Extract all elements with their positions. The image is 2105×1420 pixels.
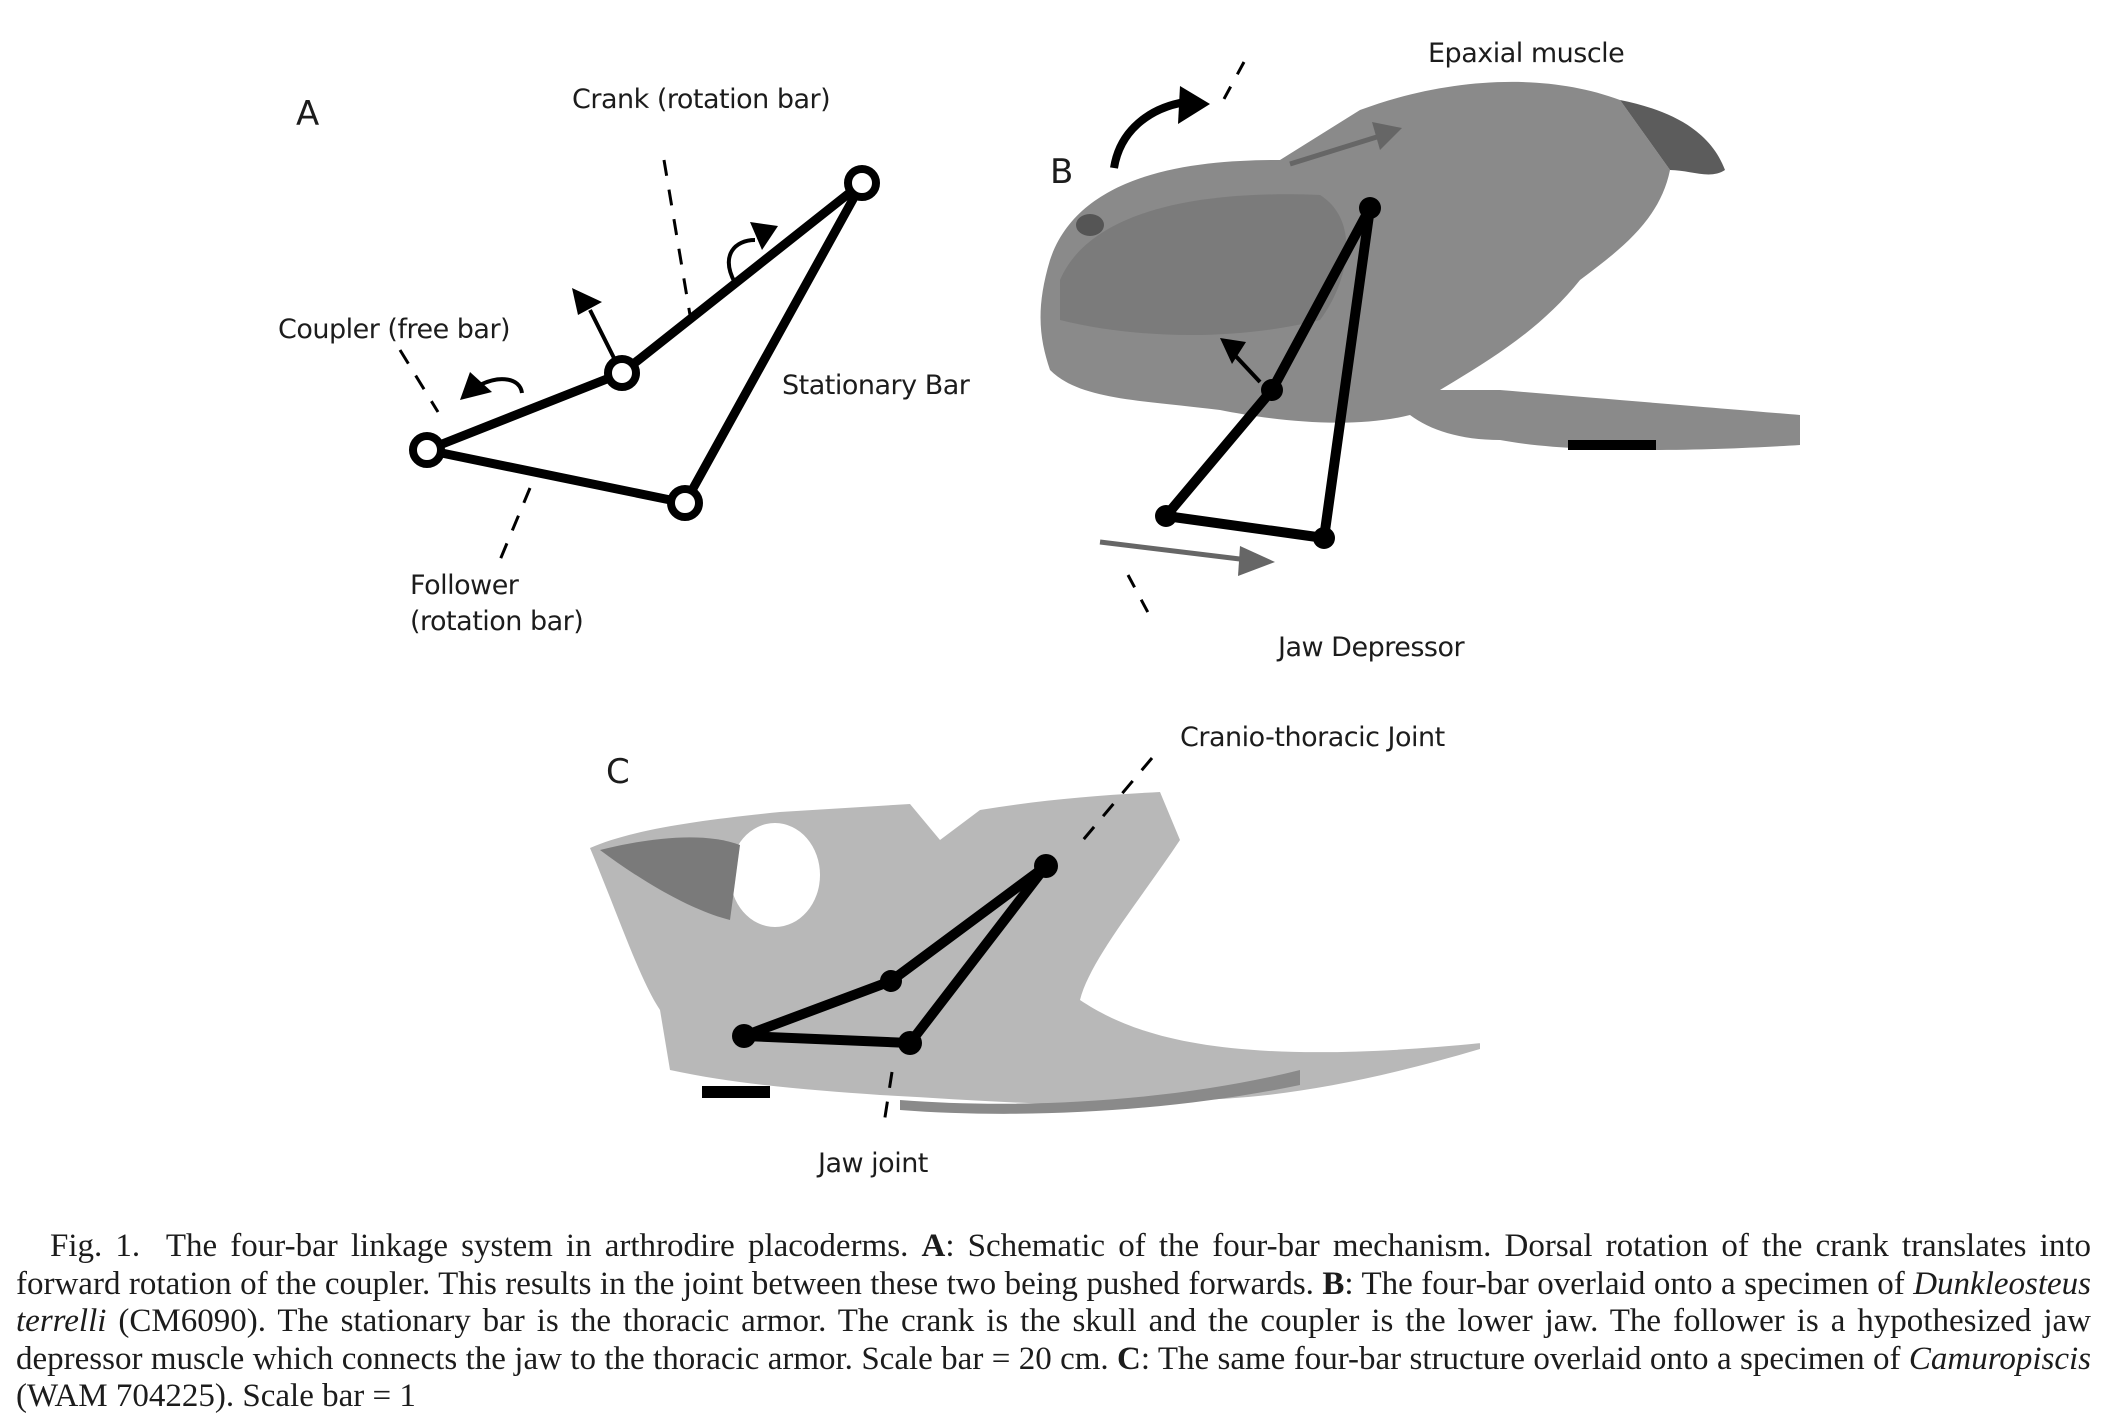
- epaxial-muscle-label: Epaxial muscle: [1428, 38, 1625, 69]
- caption-a-key: A: [921, 1228, 946, 1264]
- caption-b-key: B: [1322, 1265, 1345, 1302]
- jaw-joint-label: Jaw joint: [818, 1148, 928, 1179]
- caption-c-genus: Camuropiscis: [1908, 1340, 2091, 1377]
- caption-b-text-2: (CM6090). The stationary bar is the thor…: [16, 1303, 2091, 1377]
- follower-sublabel: (rotation bar): [410, 606, 584, 637]
- jaw-depressor-label: Jaw Depressor: [1278, 632, 1465, 663]
- crank-label: Crank (rotation bar): [572, 84, 831, 115]
- caption-c-text-1: : The same four-bar structure overlaid o…: [1140, 1340, 1901, 1377]
- figure-caption: Fig. 1. The four-bar linkage system in a…: [16, 1228, 2091, 1416]
- caption-fig-label: Fig. 1.: [50, 1228, 141, 1264]
- coupler-label: Coupler (free bar): [278, 314, 511, 345]
- caption-c-key: C: [1117, 1340, 1141, 1377]
- stationary-bar-label: Stationary Bar: [782, 370, 970, 401]
- cranio-thoracic-joint-label: Cranio-thoracic Joint: [1180, 722, 1445, 753]
- panel-b-letter: B: [1050, 152, 1074, 192]
- camuropiscis-specimen-image: [590, 757, 1480, 1131]
- four-bar-schematic: [398, 159, 880, 561]
- follower-label: Follower: [410, 570, 519, 601]
- caption-intro: The four-bar linkage system in arthrodir…: [165, 1228, 909, 1264]
- caption-a-text: : Schematic of the four-bar mechanism. D…: [16, 1228, 2091, 1302]
- caption-b-species: Dunkleosteus terrelli: [16, 1265, 2092, 1340]
- figure-1: A Crank (rotation bar) Coupler (free bar…: [278, 38, 1800, 1179]
- dunkleosteus-specimen-image: [1040, 61, 1800, 621]
- panel-a-letter: A: [296, 94, 320, 134]
- caption-b-text-1: : The four-bar overlaid onto a specimen …: [1344, 1265, 1905, 1302]
- caption-c-text-3: 1: [399, 1378, 416, 1414]
- caption-c-text-2: (WAM 704225). Scale bar =: [16, 1378, 392, 1414]
- panel-c-letter: C: [606, 752, 630, 792]
